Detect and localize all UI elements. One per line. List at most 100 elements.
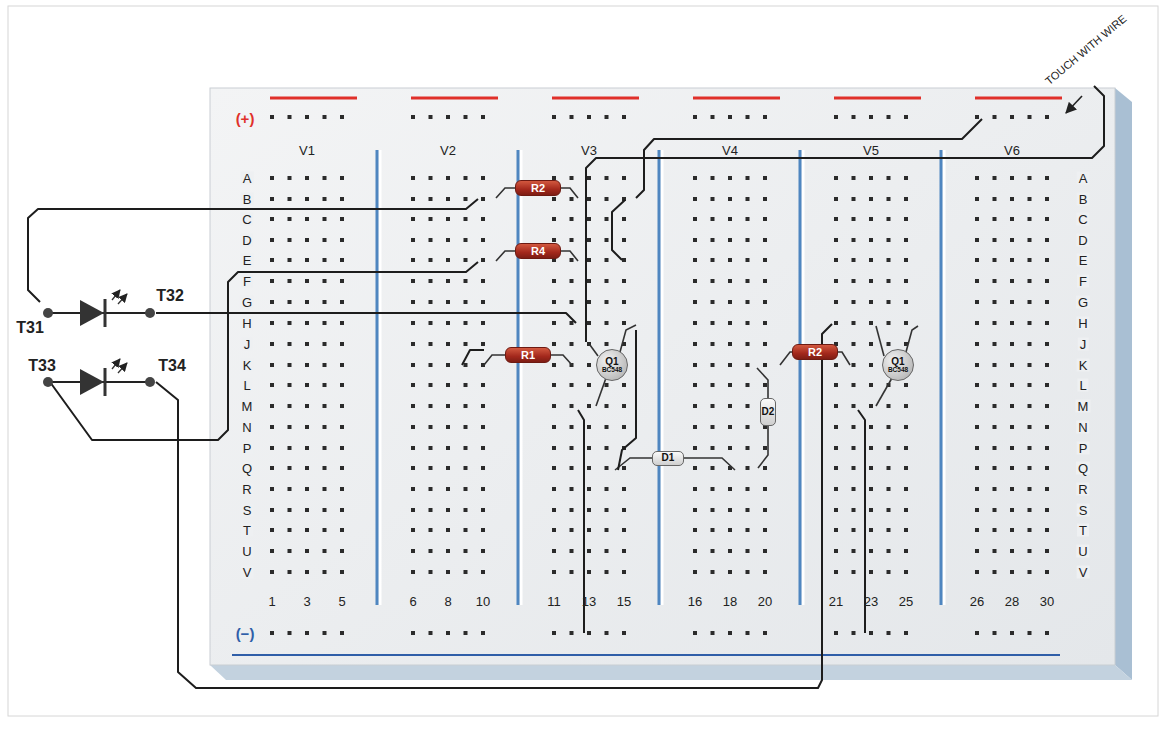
jumper-wires [28, 86, 1104, 688]
row-letter: C [1076, 213, 1089, 226]
row-letter: D [1076, 234, 1089, 247]
terminal-name: T32 [156, 288, 184, 304]
column-number: 10 [476, 595, 490, 608]
part-number: BC548 [888, 367, 908, 374]
group-name: V1 [299, 144, 315, 157]
column-number: 30 [1040, 595, 1054, 608]
row-letter: G [1076, 296, 1090, 309]
figure-frame [8, 6, 1158, 716]
terminal-name: T33 [28, 358, 56, 374]
column-number: 23 [864, 595, 878, 608]
row-letter: M [240, 400, 255, 413]
part-name: R2 [808, 347, 822, 358]
part-name: Q1 [891, 357, 904, 367]
row-letter: V [241, 566, 254, 579]
column-number: 16 [688, 595, 702, 608]
row-letter: G [240, 296, 254, 309]
row-letter: A [1077, 172, 1090, 185]
board-side [1115, 88, 1132, 680]
diode-symbol: D2 [760, 398, 777, 426]
row-letter: C [240, 213, 253, 226]
row-letter: J [1078, 338, 1089, 351]
terminal-name: T34 [158, 358, 186, 374]
board-face [210, 88, 1115, 665]
column-number: 18 [723, 595, 737, 608]
row-letter: T [1077, 524, 1089, 537]
row-letter: A [241, 172, 254, 185]
row-letter: F [1077, 275, 1089, 288]
row-letter: K [241, 359, 254, 372]
row-letter: F [241, 275, 253, 288]
terminal-name: T31 [16, 320, 44, 336]
row-letter: V [1077, 566, 1090, 579]
transistor-symbol: Q1BC548 [882, 349, 914, 381]
row-letter: S [1077, 504, 1090, 517]
row-letter: U [1076, 545, 1089, 558]
column-number: 25 [899, 595, 913, 608]
column-number: 13 [582, 595, 596, 608]
column-number: 28 [1005, 595, 1019, 608]
part-number: BC548 [602, 367, 622, 374]
column-number: 5 [338, 595, 345, 608]
group-name: V6 [1004, 144, 1020, 157]
resistor-symbol: R4 [515, 243, 561, 259]
column-number: 1 [268, 595, 275, 608]
resistor-symbol: R2 [792, 344, 838, 360]
column-number: 11 [547, 595, 561, 608]
row-letter: N [240, 421, 253, 434]
row-letter: Q [1076, 462, 1090, 475]
column-number: 15 [617, 595, 631, 608]
touch-arrow [1066, 96, 1082, 113]
row-letter: H [240, 317, 253, 330]
transistor-symbol: Q1BC548 [596, 349, 628, 381]
column-number: 6 [409, 595, 416, 608]
row-letter: T [241, 524, 253, 537]
part-name: R1 [521, 350, 535, 361]
row-letter: S [241, 504, 254, 517]
part-name: D1 [662, 453, 675, 463]
part-name: Q1 [605, 357, 618, 367]
row-letter: J [242, 338, 253, 351]
instruction-note: TOUCH WITH WIRE [1043, 13, 1128, 87]
group-name: V5 [863, 144, 879, 157]
rail-polarity: (+) [236, 111, 255, 126]
hole-grid [270, 115, 1049, 635]
row-letter: Q [240, 462, 254, 475]
group-name: V3 [581, 144, 597, 157]
rail-polarity: (−) [236, 626, 255, 641]
column-number: 26 [970, 595, 984, 608]
led-symbols [43, 290, 155, 396]
row-letter: P [241, 442, 254, 455]
row-letter: B [1077, 193, 1090, 206]
row-letter: E [1077, 254, 1090, 267]
board-bottom [210, 665, 1132, 680]
row-letter: B [241, 193, 254, 206]
row-letter: P [1077, 442, 1090, 455]
resistor-symbol: R2 [515, 180, 561, 196]
row-letter: D [240, 234, 253, 247]
row-letter: N [1076, 421, 1089, 434]
power-rails [232, 98, 1062, 655]
group-name: V2 [440, 144, 456, 157]
row-letter: U [240, 545, 253, 558]
row-letter: K [1077, 359, 1090, 372]
column-number: 21 [829, 595, 843, 608]
group-name: V4 [722, 144, 738, 157]
resistor-symbol: R1 [505, 347, 551, 363]
row-letter: L [241, 379, 252, 392]
part-name: R4 [531, 246, 545, 257]
group-separators [377, 150, 944, 605]
column-number: 20 [758, 595, 772, 608]
diode-symbol: D1 [652, 451, 684, 466]
row-letter: L [1077, 379, 1088, 392]
row-letter: R [1076, 483, 1089, 496]
column-number: 8 [444, 595, 451, 608]
part-name: R2 [531, 183, 545, 194]
row-letter: H [1076, 317, 1089, 330]
row-letter: R [240, 483, 253, 496]
row-letter: M [1076, 400, 1091, 413]
component-leads [484, 188, 918, 470]
row-letter: E [241, 254, 254, 267]
part-name: D2 [762, 407, 775, 417]
